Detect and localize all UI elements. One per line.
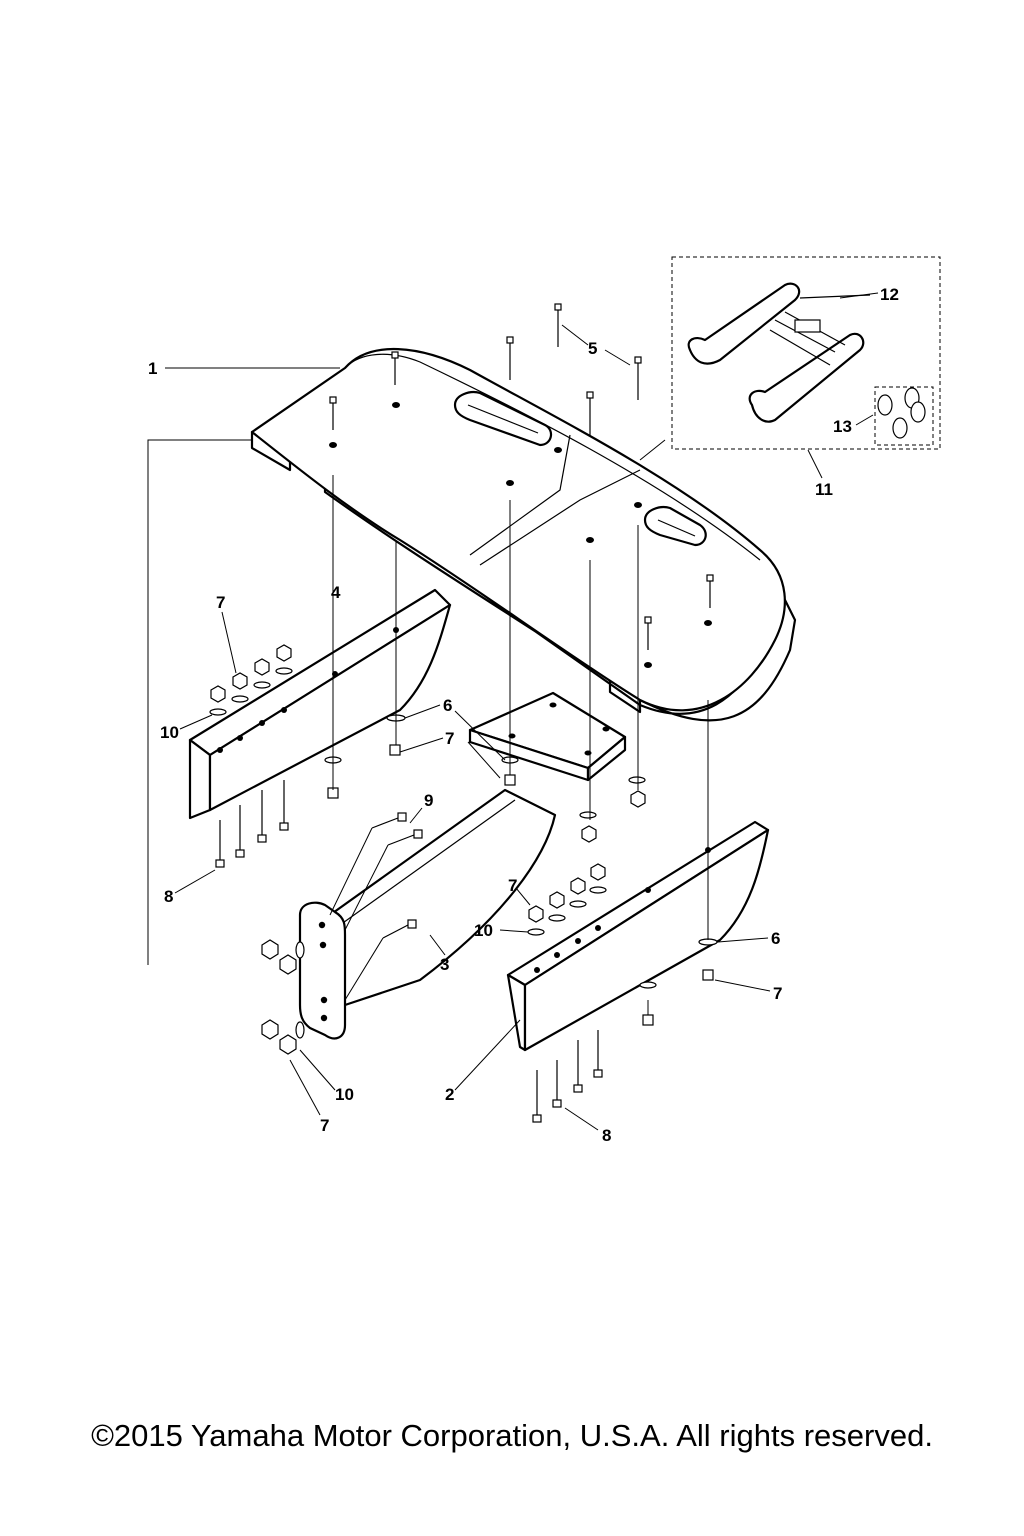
callout-7-b: 7 — [445, 729, 454, 748]
alignment-lines — [147, 439, 709, 1015]
callout-7-e: 7 — [320, 1116, 329, 1135]
angle-bracket-left — [188, 588, 452, 820]
copyright-notice: ©2015 Yamaha Motor Corporation, U.S.A. A… — [91, 1418, 933, 1453]
callout-12: 12 — [880, 285, 899, 304]
callout-9: 9 — [424, 791, 433, 810]
bolts-top — [329, 303, 714, 650]
center-beam — [298, 691, 627, 1040]
nuts-washers — [209, 644, 718, 1055]
roller-assembly-inset — [671, 256, 941, 450]
callout-13: 13 — [833, 417, 852, 436]
callout-11: 11 — [815, 480, 833, 499]
leader-lines — [165, 292, 879, 1131]
callout-7-d: 7 — [773, 984, 782, 1003]
callout-7-a: 7 — [216, 593, 225, 612]
callout-6-a: 6 — [443, 696, 452, 715]
callout-3: 3 — [440, 955, 449, 974]
callout-10-c: 10 — [335, 1085, 354, 1104]
angle-bracket-right — [506, 820, 770, 1052]
callout-5: 5 — [588, 339, 597, 358]
callout-4: 4 — [331, 583, 341, 602]
callout-8-a: 8 — [164, 887, 173, 906]
callout-10-a: 10 — [160, 723, 179, 742]
callout-labels: 1 2 3 4 5 6 6 7 7 7 7 7 8 8 9 10 10 10 1… — [148, 285, 899, 1145]
callout-8-b: 8 — [602, 1126, 611, 1145]
callout-10-b: 10 — [474, 921, 493, 940]
callout-7-c: 7 — [508, 876, 517, 895]
callout-2: 2 — [445, 1085, 454, 1104]
callout-1: 1 — [148, 359, 157, 378]
callout-6-b: 6 — [771, 929, 780, 948]
bolts-bottom — [215, 780, 603, 1123]
